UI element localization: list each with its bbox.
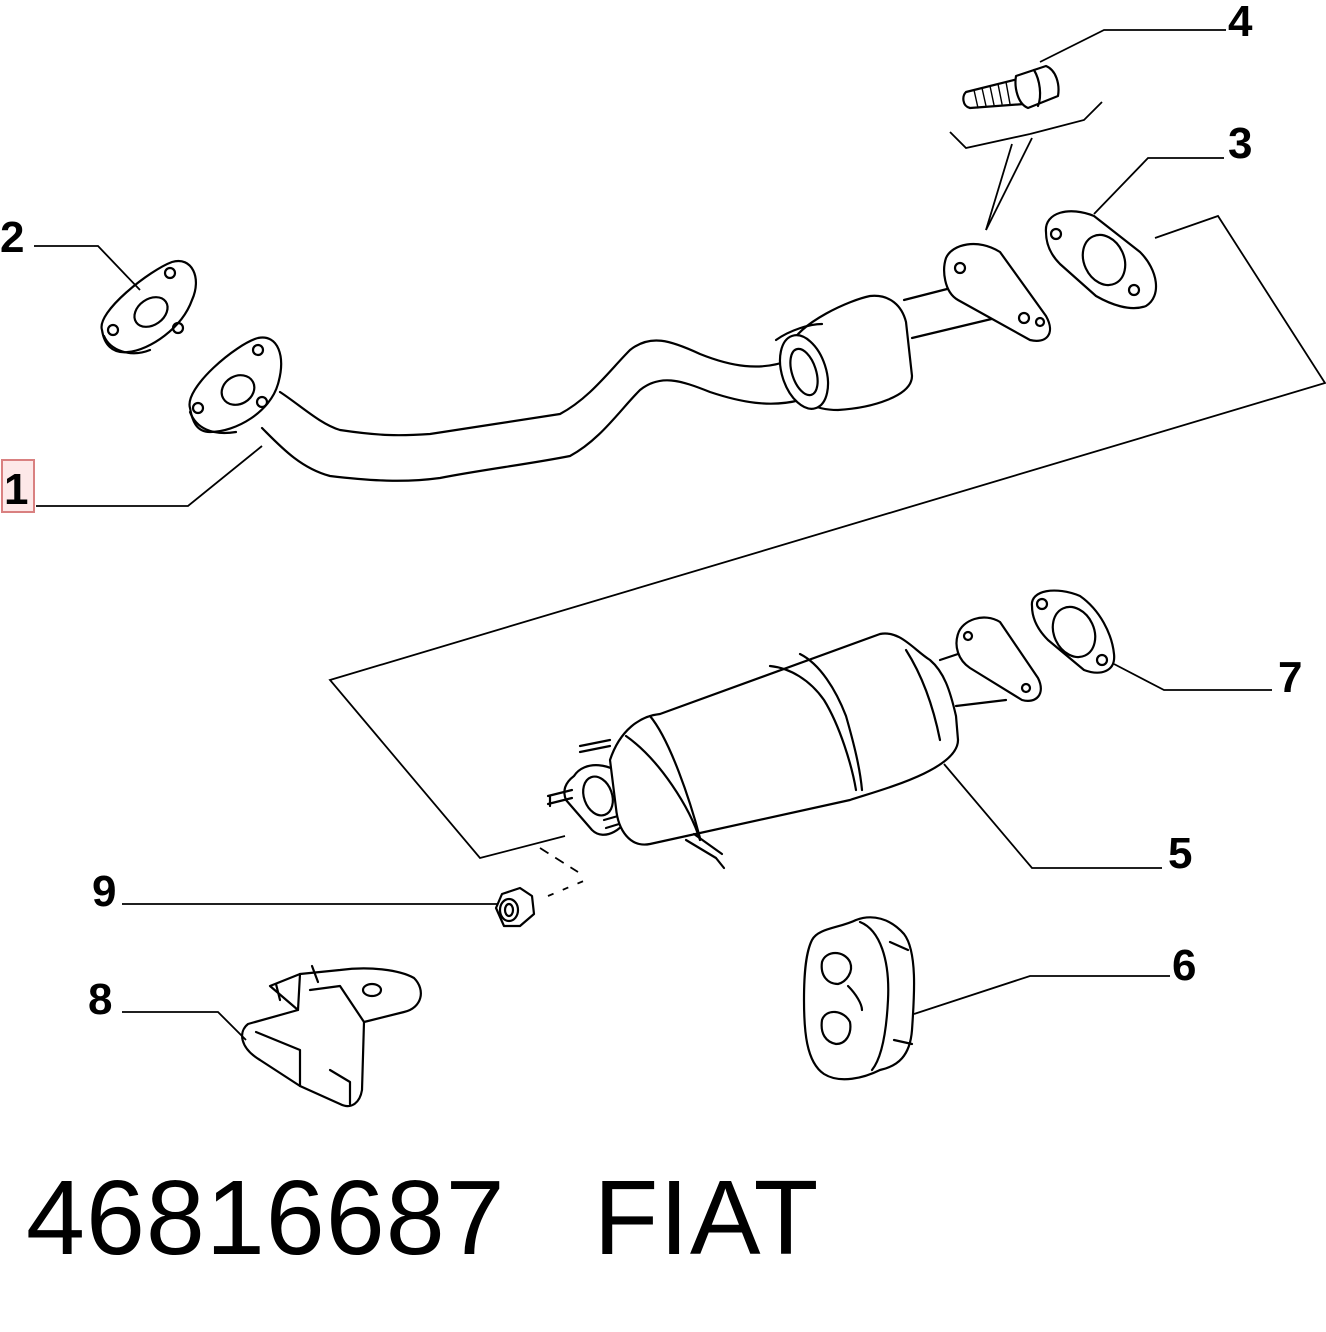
callout-1[interactable]: 1 [4, 465, 28, 514]
part-5-catalytic-converter[interactable] [546, 616, 1042, 870]
callout-7[interactable]: 7 [1278, 653, 1302, 702]
callout-2[interactable]: 2 [0, 213, 24, 262]
part-caption: 46816687 FIAT [26, 1158, 819, 1278]
leader-8 [122, 1011, 247, 1041]
callout-3[interactable]: 3 [1228, 119, 1252, 168]
assembly-bracket-outline [328, 214, 1326, 860]
part-2-gasket[interactable] [100, 259, 197, 355]
brand-name: FIAT [593, 1159, 820, 1277]
leader-4 [1039, 29, 1226, 63]
callout-1-highlight [1, 459, 35, 513]
nut-stud-dashes [539, 847, 579, 873]
part-3-gasket[interactable] [1044, 210, 1158, 310]
part-1-front-pipe[interactable] [188, 243, 1052, 482]
leader-3 [1093, 157, 1224, 215]
callout-6[interactable]: 6 [1172, 941, 1196, 990]
callout-4[interactable]: 4 [1228, 0, 1253, 46]
leader-6 [913, 975, 1170, 1015]
part-9-nut[interactable] [494, 886, 536, 928]
callout-8[interactable]: 8 [88, 975, 112, 1024]
callout-9[interactable]: 9 [92, 867, 116, 916]
leader-7 [1113, 663, 1272, 691]
leader-2 [34, 245, 141, 291]
callout-5[interactable]: 5 [1168, 829, 1192, 878]
part-number: 46816687 [26, 1159, 506, 1277]
part-7-gasket[interactable] [1030, 589, 1116, 674]
part-4-bolt[interactable] [962, 64, 1060, 110]
part-6-rubber-hanger[interactable] [802, 916, 916, 1081]
bolt-bracket-lines [949, 131, 1031, 149]
leader-5 [943, 763, 1162, 869]
part-8-bracket[interactable] [241, 964, 422, 1108]
leader-1 [36, 445, 263, 507]
